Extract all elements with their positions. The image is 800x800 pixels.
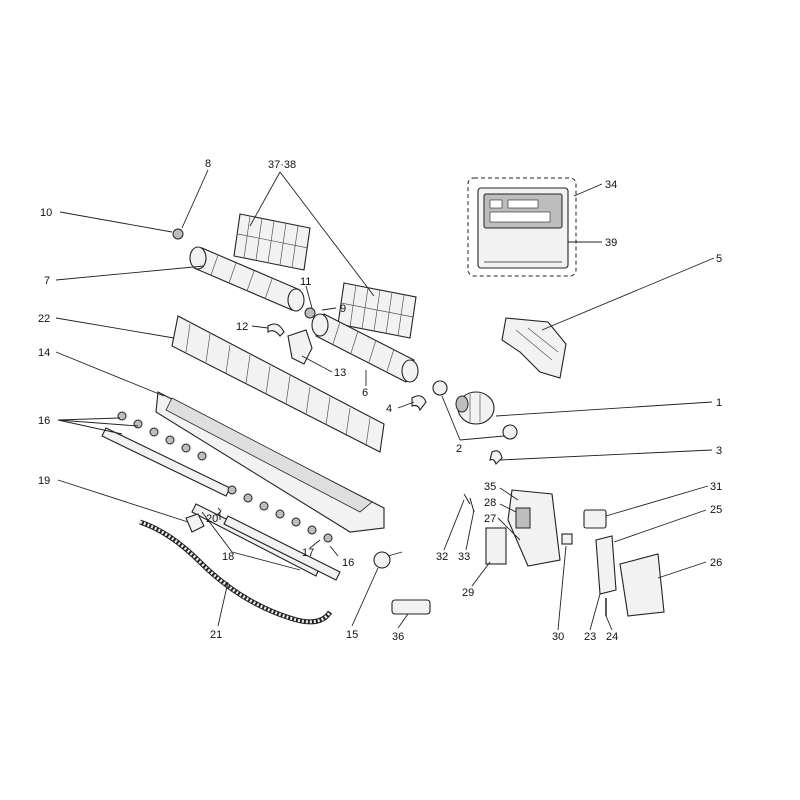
label-part-10: 10 [40, 207, 52, 219]
fan-motor [455, 391, 495, 425]
remote-logo [489, 199, 503, 209]
label-part-34: 34 [605, 179, 617, 191]
label-part-25: 25 [710, 504, 722, 516]
label-part-3: 3 [716, 445, 722, 457]
drain-pan [155, 391, 385, 533]
remote-screen [507, 199, 539, 209]
cross-flow-fan-right [311, 313, 419, 383]
label-part-11: 11 [300, 276, 311, 288]
label-part-6: 6 [362, 387, 368, 399]
label-part-28: 28 [484, 497, 496, 509]
label-part-20: 20 [206, 513, 218, 525]
label-part-15: 15 [346, 629, 358, 641]
remote-controller-group [467, 177, 577, 277]
label-part-35: 35 [484, 481, 496, 493]
label-part-30: 30 [552, 631, 564, 643]
label-part-32: 32 [436, 551, 448, 563]
motor-rubber-bushing-top [432, 380, 448, 396]
label-part-21: 21 [210, 629, 222, 641]
label-part-8: 8 [205, 158, 211, 170]
remote-dashed-outline [467, 177, 577, 277]
drain-hose [139, 520, 332, 624]
remote-display-panel [483, 193, 563, 229]
electrical-box [507, 489, 561, 567]
label-part-13: 13 [334, 367, 346, 379]
receiver-part-31 [583, 509, 607, 529]
heat-exchanger [171, 315, 385, 453]
label-part-26: 26 [710, 557, 722, 569]
label-part-37-38: 37·38 [268, 159, 296, 171]
remote-buttons [489, 211, 551, 223]
label-part-17: 17 [302, 547, 314, 559]
motor-rubber-bushing-bottom [502, 424, 518, 440]
label-part-24: 24 [606, 631, 618, 643]
stepping-motor [373, 551, 403, 569]
insulation-part-36 [391, 599, 431, 615]
label-part-7: 7 [44, 275, 50, 287]
terminal-block-part-28 [515, 507, 531, 529]
coupling-part-9 [304, 307, 316, 319]
label-part-16-lower: 16 [342, 557, 354, 569]
callout-labels: 8 10 37·38 34 39 7 11 9 5 22 12 13 6 14 … [38, 158, 722, 643]
label-part-27: 27 [484, 513, 496, 525]
label-part-9: 9 [340, 303, 346, 315]
spring-part-20 [217, 507, 222, 518]
vane-link-part-17 [223, 515, 341, 581]
label-part-33: 33 [458, 551, 470, 563]
vane-assembly-lower [227, 485, 333, 543]
clip-part-3 [489, 450, 503, 466]
air-filter-right [337, 282, 417, 339]
cross-flow-fan-left [189, 246, 305, 312]
label-part-14: 14 [38, 347, 50, 359]
clip-part-12 [267, 323, 285, 337]
label-part-29: 29 [462, 587, 474, 599]
label-part-36: 36 [392, 631, 404, 643]
bracket-part-19 [185, 513, 205, 533]
label-part-39: 39 [605, 237, 617, 249]
leader-lines [55, 169, 715, 631]
cover-part-29 [485, 527, 507, 565]
label-part-12: 12 [236, 321, 248, 333]
label-part-22: 22 [38, 313, 50, 325]
label-part-18: 18 [222, 551, 234, 563]
control-pcb-part-25 [595, 535, 617, 595]
label-part-5: 5 [716, 253, 722, 265]
fan-motor-bracket [501, 317, 567, 379]
label-part-23: 23 [584, 631, 596, 643]
electrical-cover-part-26 [619, 553, 665, 617]
label-part-31: 31 [710, 481, 722, 493]
clip-part-4 [411, 395, 427, 412]
label-part-4: 4 [386, 403, 392, 415]
connector-part-30 [561, 533, 573, 545]
bearing-part-10 [172, 228, 184, 240]
air-filter-left [233, 213, 311, 271]
bracket-part-13 [287, 329, 313, 365]
label-part-19: 19 [38, 475, 50, 487]
label-part-1: 1 [716, 397, 722, 409]
label-part-16-upper: 16 [38, 415, 50, 427]
clip-part-32-33 [463, 493, 475, 513]
label-part-2: 2 [456, 443, 462, 455]
